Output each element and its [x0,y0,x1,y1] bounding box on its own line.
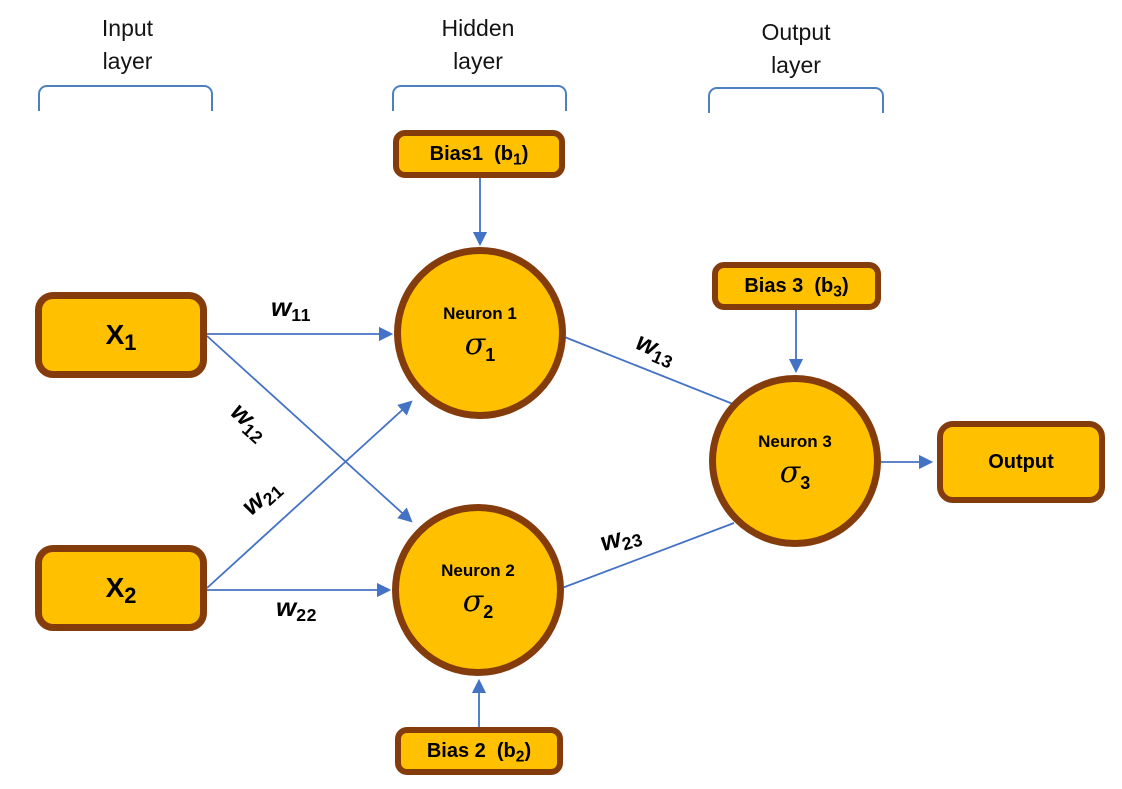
neuron1-activation: σ1 [464,326,496,365]
neuron2-activation: σ2 [462,583,494,622]
bias2-label: Bias 2 (b2) [426,739,532,765]
neuron2-name: Neuron 2 [441,560,515,580]
bias1-label-sub: 1 [513,150,522,168]
neuron3-activation: σ3 [779,454,811,493]
neuron1-name: Neuron 1 [443,303,517,323]
neuron1-circle: Neuron 1 σ1 [394,247,566,419]
neuron2-circle: Neuron 2 σ2 [392,504,564,676]
output-layer-heading: Output layer [723,16,869,82]
bias2-box: Bias 2 (b2) [395,727,563,775]
weight-w11-base: w [271,292,292,322]
bias3-label: Bias 3 (b3) [744,274,849,300]
line-neuron1-to-neuron3 [561,335,734,405]
bias2-label-suffix: ) [524,739,532,762]
weight-w22-label: w22 [276,592,317,624]
neuron3-sigma-symbol: σ [779,454,801,490]
input-layer-heading-line2: layer [102,48,153,74]
neuron2-sigma-symbol: σ [462,583,484,619]
bias1-box: Bias1 (b1) [393,130,565,178]
weight-w22-sub: 22 [296,605,317,625]
hidden-layer-heading-line2: layer [453,48,503,74]
bias3-box: Bias 3 (b3) [712,262,881,310]
weight-w11-sub: 11 [291,305,311,325]
weight-w22-base: w [276,592,297,622]
bias1-label: Bias1 (b1) [429,142,529,168]
weight-w11-label: w11 [271,292,311,324]
line-neuron2-to-neuron3 [561,522,735,589]
input-x2-label-sub: 2 [124,583,137,609]
bias3-label-base: Bias 3 (b [744,274,834,297]
input-layer-heading: Input layer [55,12,200,78]
bias2-label-base: Bias 2 (b [426,739,516,762]
input-layer-bracket [38,85,213,111]
output-layer-heading-line1: Output [761,19,831,45]
bias1-label-base: Bias1 (b [429,142,513,165]
input-x2-box: X2 [35,545,207,631]
input-x2-label-base: X [105,572,125,603]
hidden-layer-bracket [392,85,567,111]
bias3-label-sub: 3 [833,282,842,300]
neuron3-name: Neuron 3 [758,431,832,451]
bias1-label-suffix: ) [521,142,529,165]
neuron3-sigma-sub: 3 [800,472,811,493]
input-layer-heading-line1: Input [101,15,154,41]
arrow-x2-to-neuron1 [206,400,413,589]
hidden-layer-heading: Hidden layer [405,12,551,78]
input-x1-label-base: X [105,319,125,350]
neuron2-sigma-sub: 2 [483,601,494,622]
neuron3-circle: Neuron 3 σ3 [709,375,881,547]
input-x1-label: X1 [105,319,137,354]
output-label: Output [988,450,1054,473]
output-layer-bracket [708,87,884,113]
hidden-layer-heading-line1: Hidden [441,15,515,41]
neuron1-sigma-sub: 1 [485,344,496,365]
input-x1-label-sub: 1 [124,330,137,356]
bias2-label-sub: 2 [515,747,525,765]
input-x2-label: X2 [105,572,137,607]
neuron1-sigma-symbol: σ [464,326,486,362]
output-box: Output [937,421,1105,503]
input-x1-box: X1 [35,292,207,378]
output-layer-heading-line2: layer [771,52,821,78]
arrow-x1-to-neuron2 [206,335,413,523]
bias3-label-suffix: ) [841,274,849,297]
